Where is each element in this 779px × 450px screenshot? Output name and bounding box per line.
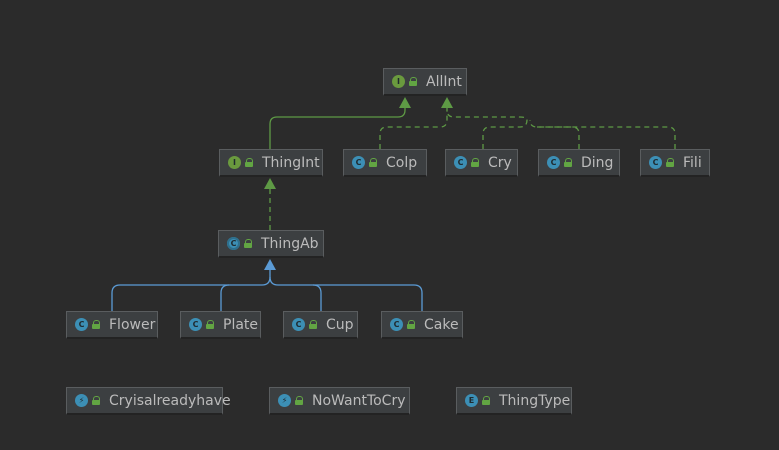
class-icon: C [454, 156, 467, 169]
arrowhead-thingint [264, 178, 276, 189]
public-lock-icon [666, 158, 675, 167]
class-icon: C [547, 156, 560, 169]
node-thingint[interactable]: I ThingInt [219, 149, 323, 177]
public-lock-icon [369, 158, 378, 167]
node-label: ThingType [499, 392, 571, 409]
class-icon: C [292, 318, 305, 331]
node-label: Colp [386, 154, 418, 171]
arrowhead-allint-left [399, 97, 411, 108]
node-label: Cake [424, 316, 459, 333]
node-thingtype[interactable]: E ThingType [456, 387, 572, 415]
node-thingab[interactable]: C ThingAb [218, 230, 324, 258]
arrowhead-allint-right [441, 97, 453, 108]
enum-icon: E [465, 394, 478, 407]
node-label: Flower [109, 316, 156, 333]
edge-flower-thingab [111, 270, 271, 311]
node-label: Ding [581, 154, 614, 171]
abstract-class-icon: C [227, 237, 240, 250]
node-cup[interactable]: C Cup [283, 311, 358, 339]
public-lock-icon [309, 320, 318, 329]
node-cake[interactable]: C Cake [381, 311, 463, 339]
public-lock-icon [206, 320, 215, 329]
interface-icon: I [392, 75, 405, 88]
public-lock-icon [245, 158, 254, 167]
public-lock-icon [471, 158, 480, 167]
node-nowanttocry[interactable]: ⚡ NoWantToCry [269, 387, 410, 415]
class-icon: C [352, 156, 365, 169]
public-lock-icon [295, 396, 304, 405]
exception-icon: ⚡ [75, 394, 88, 407]
edge-plate-thingab [220, 284, 230, 311]
edge-cake-thingab [313, 284, 423, 311]
class-icon: C [390, 318, 403, 331]
edge-ding-allint [529, 119, 580, 149]
edge-cry-allint [446, 109, 528, 149]
node-label: Plate [223, 316, 259, 333]
public-lock-icon [409, 77, 418, 86]
public-lock-icon [244, 239, 253, 248]
exception-icon: ⚡ [278, 394, 291, 407]
public-lock-icon [482, 396, 491, 405]
node-label: AllInt [426, 73, 462, 90]
public-lock-icon [92, 396, 101, 405]
node-label: Cryisalreadyhave [109, 392, 231, 409]
node-label: Fili [683, 154, 702, 171]
edge-cup-thingab [269, 276, 322, 311]
node-label: Cup [326, 316, 354, 333]
arrowhead-thingab [264, 259, 276, 270]
public-lock-icon [407, 320, 416, 329]
public-lock-icon [564, 158, 573, 167]
node-label: NoWantToCry [312, 392, 406, 409]
node-allint[interactable]: I AllInt [383, 68, 467, 96]
edge-colp-allint [379, 108, 448, 149]
class-icon: C [189, 318, 202, 331]
interface-icon: I [228, 156, 241, 169]
class-icon: C [649, 156, 662, 169]
node-flower[interactable]: C Flower [66, 311, 158, 339]
node-label: Cry [488, 154, 512, 171]
node-label: ThingInt [262, 154, 320, 171]
node-cryisalreadyhave[interactable]: ⚡ Cryisalreadyhave [66, 387, 231, 415]
node-cry[interactable]: C Cry [445, 149, 518, 177]
class-icon: C [75, 318, 88, 331]
node-plate[interactable]: C Plate [180, 311, 261, 339]
node-colp[interactable]: C Colp [343, 149, 427, 177]
node-ding[interactable]: C Ding [538, 149, 620, 177]
node-label: ThingAb [261, 235, 319, 252]
node-fili[interactable]: C Fili [640, 149, 710, 177]
edge-thingint-allint [269, 108, 406, 149]
public-lock-icon [92, 320, 101, 329]
edge-fili-allint [537, 126, 676, 149]
